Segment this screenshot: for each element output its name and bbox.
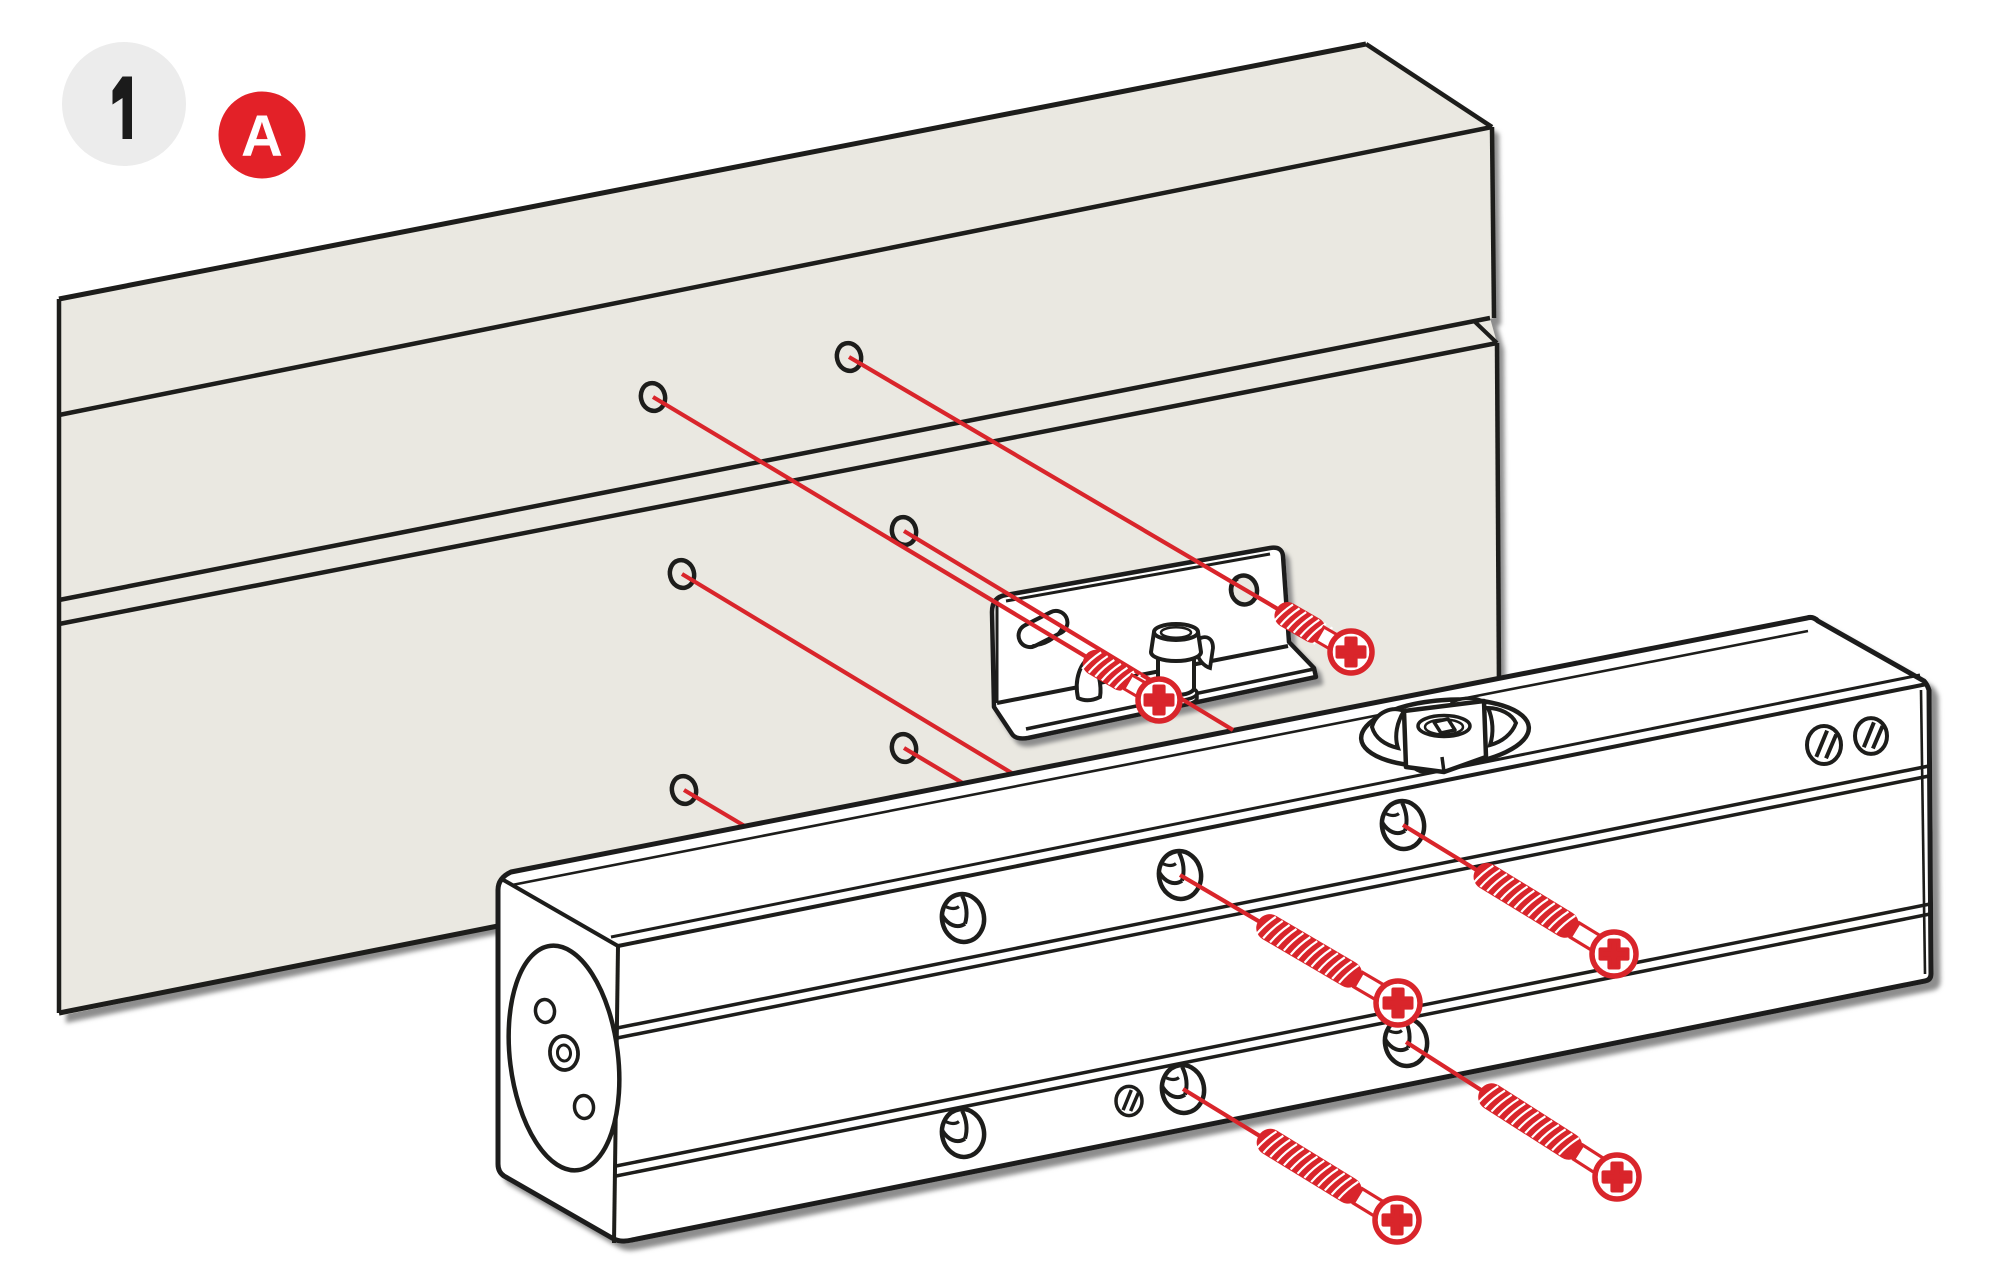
svg-text:A: A — [241, 104, 283, 169]
